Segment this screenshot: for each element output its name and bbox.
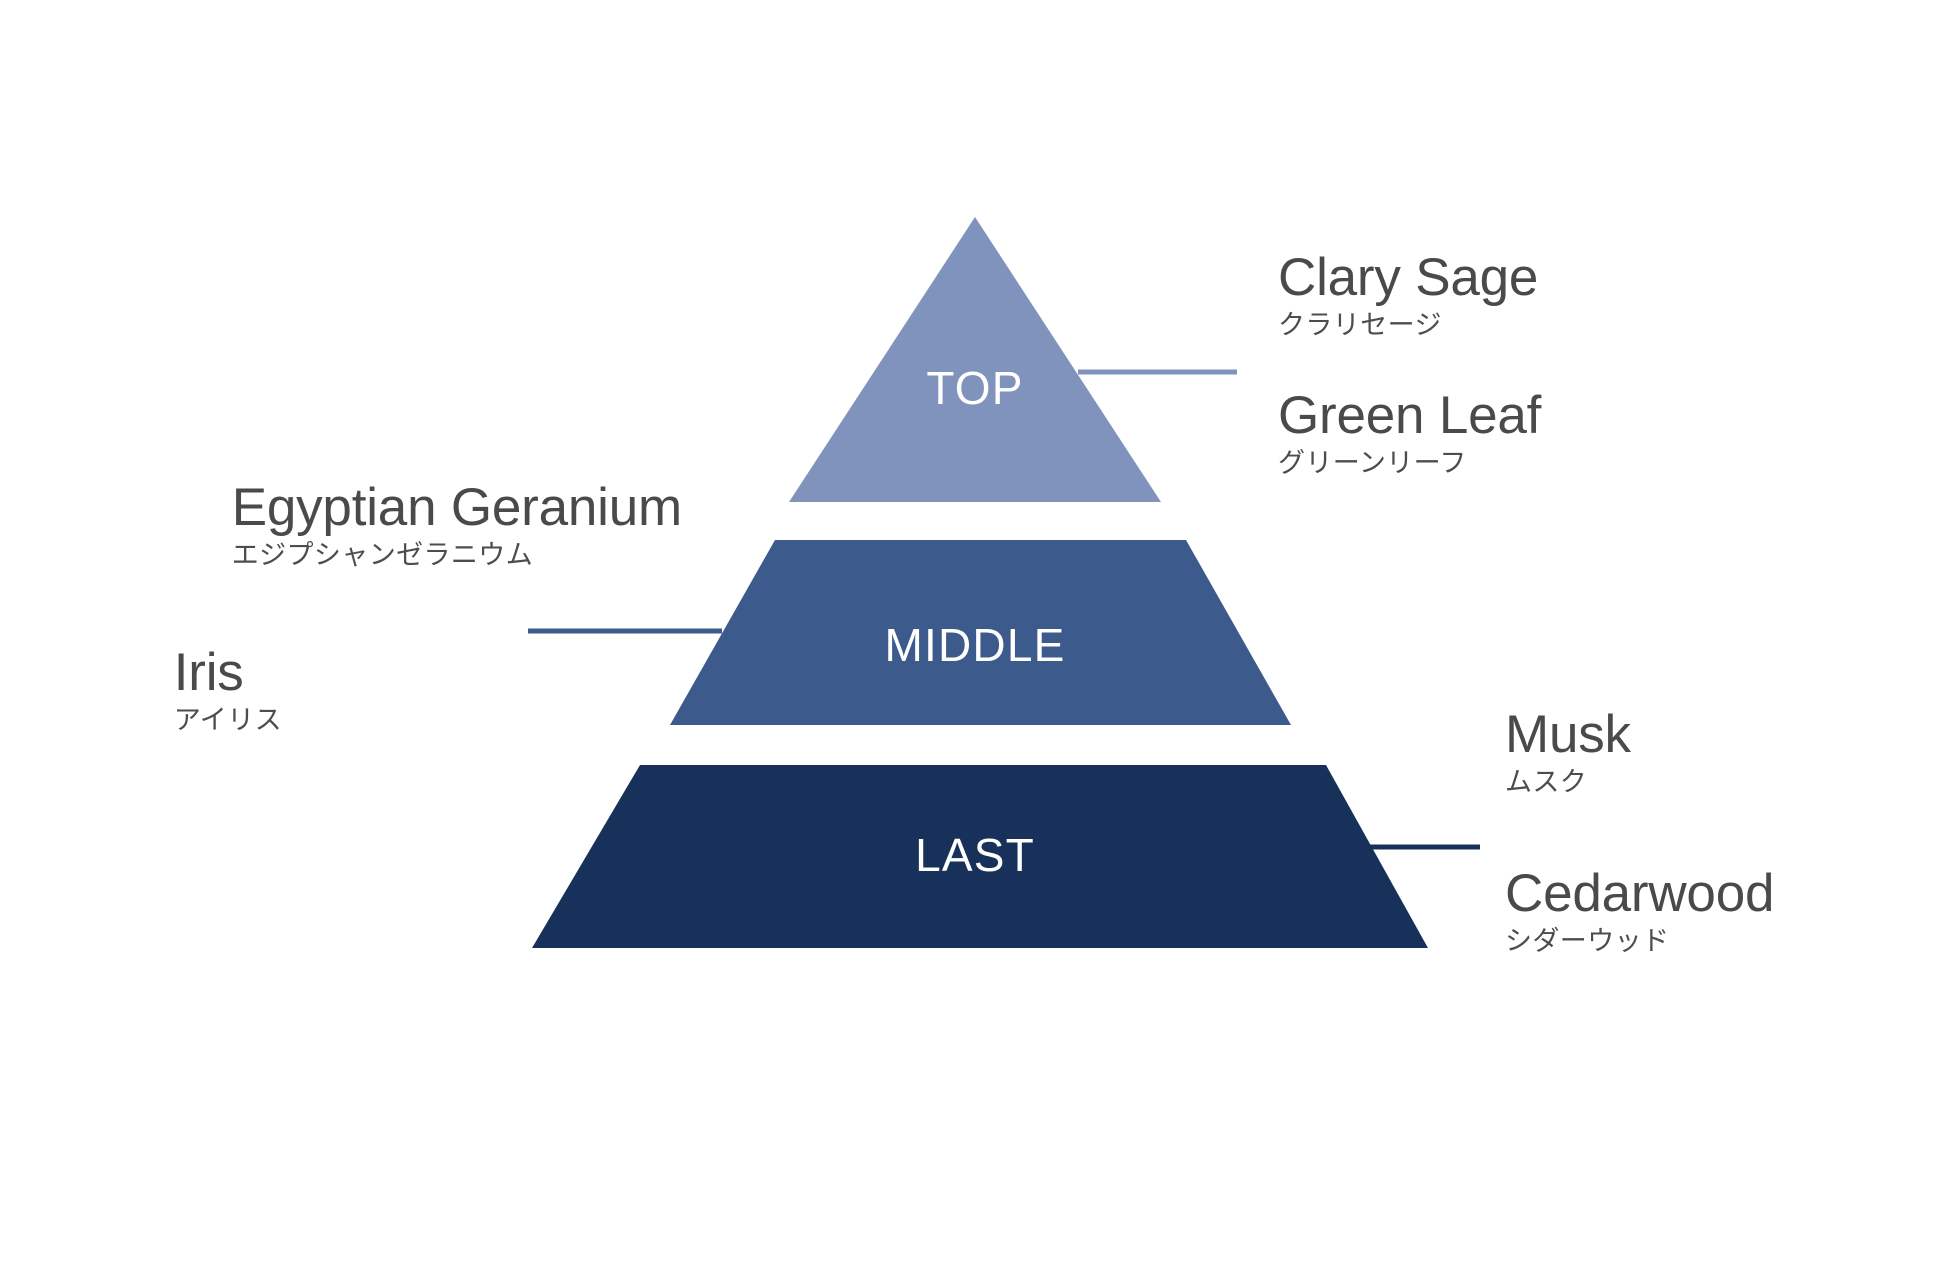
note-label-musk-ja: ムスク [1505,767,1588,798]
note-label-musk: Musk ムスク [1505,707,1631,800]
note-label-musk-en: Musk [1505,705,1631,764]
note-label-cedarwood-ja: シダーウッド [1505,926,1670,957]
note-label-egyptian-geranium: Egyptian Geranium エジプシャンゼラニウム [232,480,682,573]
note-label-clary-sage: Clary Sage クラリセージ [1278,250,1538,343]
pyramid-tier-middle-shape[interactable] [670,540,1291,725]
pyramid-tier-top-shape[interactable] [789,217,1161,502]
note-label-green-leaf: Green Leaf グリーンリーフ [1278,388,1541,481]
note-label-clary-sage-en: Clary Sage [1278,248,1539,307]
note-label-clary-sage-ja: クラリセージ [1278,310,1442,341]
note-label-iris: Iris アイリス [174,645,282,738]
pyramid-tier-last-shape[interactable] [532,765,1428,948]
note-label-cedarwood: Cedarwood シダーウッド [1505,866,1774,959]
note-label-green-leaf-ja: グリーンリーフ [1278,448,1467,479]
note-label-iris-ja: アイリス [173,705,282,736]
note-label-green-leaf-en: Green Leaf [1278,386,1542,445]
note-label-cedarwood-en: Cedarwood [1505,864,1775,923]
note-label-iris-en: Iris [173,643,244,702]
note-label-egyptian-geranium-ja: エジプシャンゼラニウム [231,540,534,571]
note-label-egyptian-geranium-en: Egyptian Geranium [231,478,682,537]
